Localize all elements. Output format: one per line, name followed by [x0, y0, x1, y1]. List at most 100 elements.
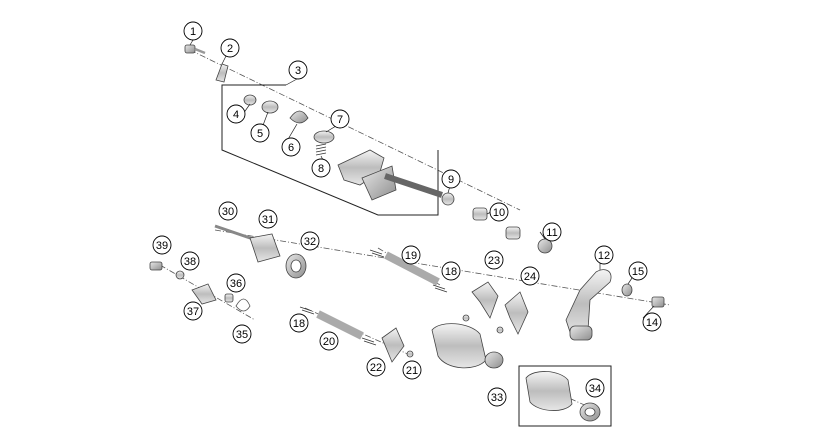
callout-circle	[288, 60, 308, 80]
shift-drum-33	[525, 371, 573, 411]
callout-number: 15	[632, 266, 644, 278]
callout-circle	[152, 235, 172, 255]
callout-circle	[542, 222, 562, 242]
callout-9: 9	[441, 169, 461, 189]
callout-number: 31	[262, 214, 274, 226]
callout-circle	[628, 261, 648, 281]
callout-circle	[258, 209, 278, 229]
callout-6: 6	[281, 137, 301, 157]
callout-32: 32	[300, 231, 320, 251]
callout-20: 20	[319, 331, 339, 351]
callout-circle	[218, 201, 238, 221]
callout-circle	[226, 104, 246, 124]
callout-1: 1	[183, 21, 203, 41]
callout-circle	[311, 158, 331, 178]
bushing-36	[224, 293, 234, 303]
clip-6	[289, 110, 309, 124]
washer-5	[261, 100, 279, 114]
callout-number: 24	[524, 271, 536, 283]
callout-14: 14	[642, 312, 662, 332]
callout-18: 18	[441, 261, 461, 281]
callout-circle	[330, 109, 350, 129]
callout-number: 3	[295, 65, 301, 77]
callout-number: 14	[646, 317, 658, 329]
callout-23: 23	[484, 250, 504, 270]
bushing-10a	[472, 207, 488, 221]
screw-30	[214, 224, 257, 242]
callout-number: 10	[493, 207, 505, 219]
callout-24: 24	[520, 266, 540, 286]
bushing-10b	[505, 226, 521, 240]
callout-circle	[232, 324, 252, 344]
callout-7: 7	[330, 109, 350, 129]
shift-shaft	[384, 173, 443, 198]
callout-circle	[289, 313, 309, 333]
screw-14	[651, 296, 665, 308]
callout-circle	[402, 360, 422, 380]
callout-30: 30	[218, 201, 238, 221]
locking-lever-37	[191, 283, 217, 305]
callout-number: 11	[546, 227, 557, 239]
callout-4: 4	[226, 104, 246, 124]
callout-37: 37	[183, 301, 203, 321]
shift-fork-23	[471, 281, 499, 319]
callout-number: 30	[222, 206, 234, 218]
callout-number: 34	[589, 383, 601, 395]
callout-22: 22	[366, 357, 386, 377]
callout-circle	[183, 301, 203, 321]
callout-number: 33	[491, 392, 503, 404]
washer-7	[313, 130, 335, 144]
callout-39: 39	[152, 235, 172, 255]
callout-2: 2	[220, 38, 240, 58]
callout-circle	[180, 251, 200, 271]
screw-1	[184, 44, 206, 55]
spring-18-bottom	[299, 306, 377, 346]
washer-15	[621, 283, 633, 297]
callout-number: 6	[288, 142, 294, 154]
callout-33: 33	[487, 387, 507, 407]
shift-fork-24	[504, 291, 529, 335]
callout-38: 38	[180, 251, 200, 271]
shift-drum-locator-31	[249, 233, 281, 263]
callout-number: 23	[488, 255, 500, 267]
callout-circle	[366, 357, 386, 377]
callout-circle	[281, 137, 301, 157]
callout-circle	[183, 21, 203, 41]
callout-circle	[300, 231, 320, 251]
spring-18-top	[369, 249, 448, 293]
callout-number: 19	[405, 250, 417, 262]
callout-circle	[585, 378, 605, 398]
callout-number: 8	[318, 163, 324, 175]
spring-8	[315, 143, 327, 156]
callout-circle	[441, 169, 461, 189]
callout-number: 18	[445, 266, 457, 278]
callout-circle	[226, 273, 246, 293]
callout-21: 21	[402, 360, 422, 380]
callout-number: 38	[184, 256, 196, 268]
callout-circle	[441, 261, 461, 281]
callout-number: 21	[406, 365, 418, 377]
callout-number: 9	[448, 174, 454, 186]
axis-lines	[159, 49, 671, 413]
callout-circle	[487, 387, 507, 407]
callout-number: 22	[370, 362, 382, 374]
shift-drum	[431, 323, 487, 369]
callout-circle	[401, 245, 421, 265]
callout-8: 8	[311, 158, 331, 178]
spring-35	[235, 298, 251, 312]
shift-pedal-rubber	[569, 325, 593, 341]
callout-35: 35	[232, 324, 252, 344]
callout-15: 15	[628, 261, 648, 281]
callout-circle	[520, 266, 540, 286]
callout-circle	[319, 331, 339, 351]
callout-12: 12	[594, 245, 614, 265]
callout-number: 36	[230, 278, 242, 290]
callout-labels: 1234567891011121415181819202122232430313…	[152, 21, 662, 407]
assembly-frame-33	[518, 365, 612, 427]
fork-rod-20	[316, 310, 364, 340]
callout-number: 12	[598, 250, 610, 262]
callout-31: 31	[258, 209, 278, 229]
callout-36: 36	[226, 273, 246, 293]
callout-34: 34	[585, 378, 605, 398]
